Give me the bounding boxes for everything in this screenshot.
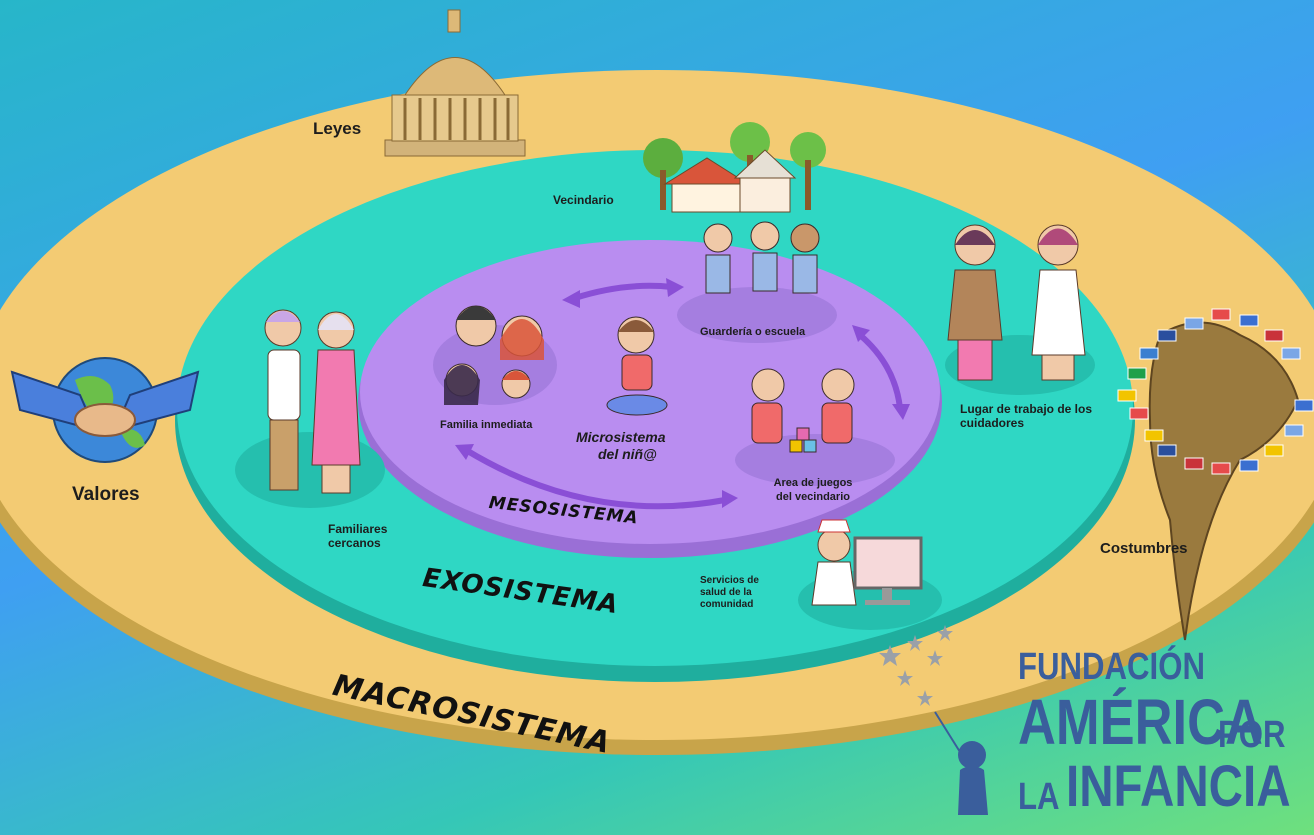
- microsystem-title-line1: Microsistema: [576, 429, 666, 445]
- school-label: Guardería o escuela: [700, 326, 806, 338]
- values-label: Valores: [72, 484, 140, 505]
- grandparents-icon: [235, 309, 385, 508]
- logo-line1: FUNDACIÓN: [1018, 646, 1205, 688]
- playground-kids-icon: [735, 368, 895, 486]
- logo-line3b: INFANCIA: [1066, 754, 1291, 819]
- logo-line3a: LA: [1018, 776, 1060, 818]
- immediate-family-label: Familia inmediata: [440, 419, 533, 431]
- neighborhood-label: Vecindario: [553, 193, 614, 207]
- workplace-label: Lugar de trabajo de los cuidadores: [960, 402, 1093, 430]
- immediate-family-icon: [433, 305, 557, 405]
- arrow-family-playground: [463, 447, 728, 510]
- caregivers-icon: [945, 224, 1095, 395]
- close-family-label: Familiares cercanos: [328, 522, 388, 550]
- health-services-label: Servicios de salud de la comunidad: [700, 575, 759, 610]
- flags-icon: [1117, 308, 1314, 475]
- handshake-globe-icon: [10, 357, 200, 463]
- arrow-heads: [455, 278, 910, 508]
- stars-balloon-child-icon: [879, 625, 988, 815]
- customs-label: Costumbres: [1100, 540, 1188, 557]
- laws-label: Leyes: [313, 119, 362, 138]
- nurse-computer-icon: [798, 519, 942, 630]
- neighborhood-houses-icon: [643, 122, 826, 213]
- capitol-building-icon: [384, 9, 526, 157]
- south-america-map-icon: [1117, 308, 1314, 641]
- playground-label: Area de juegos del vecindario: [773, 477, 853, 503]
- school-kids-icon: [677, 221, 837, 343]
- child-sitting-icon: [606, 316, 668, 416]
- logo-line2a: AMÉRICA: [1018, 686, 1263, 758]
- microsystem-title-line2: del niñ@: [598, 446, 657, 462]
- arrow-family-school: [572, 282, 675, 301]
- arrow-school-playground: [857, 332, 903, 411]
- mesosystem-arrows: [463, 282, 903, 510]
- logo-line2b: POR: [1218, 714, 1286, 756]
